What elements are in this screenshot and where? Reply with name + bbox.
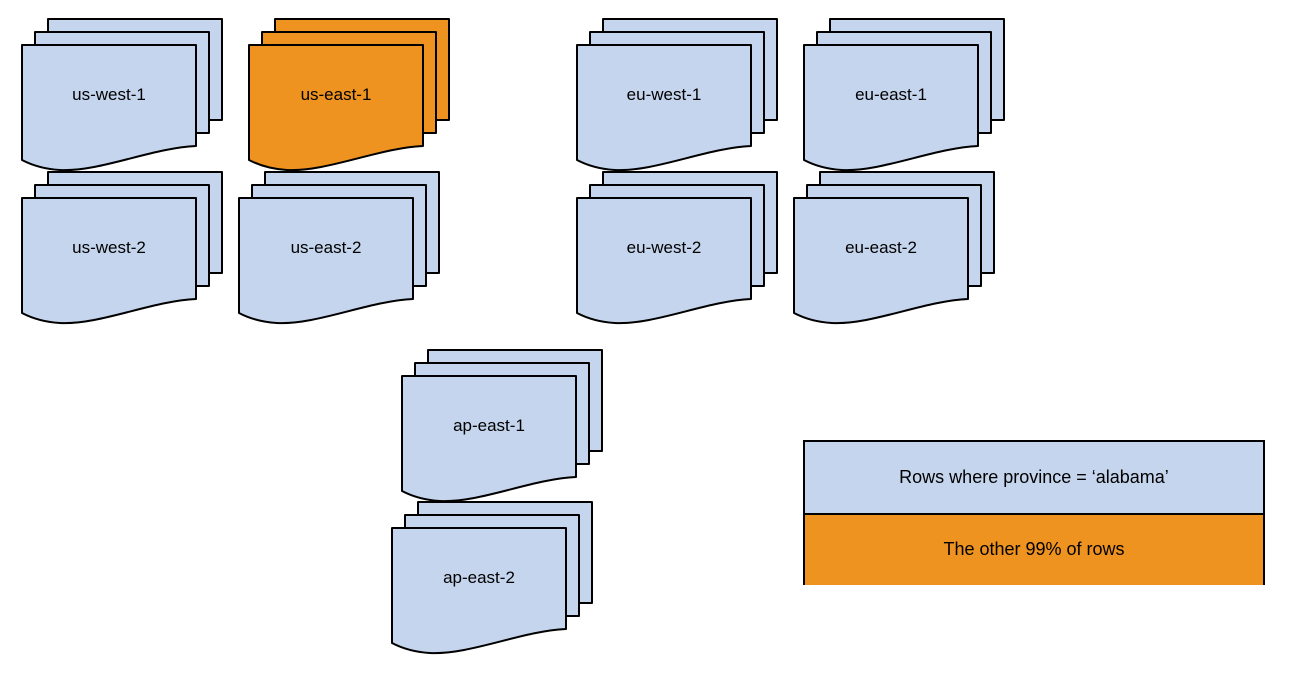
legend-entry-orange: The other 99% of rows [805,514,1263,585]
region-stack-us-east-1[interactable]: us-east-1 [246,16,462,182]
region-stack-ap-east-2[interactable]: ap-east-2 [389,499,605,665]
legend-entry-blue: Rows where province = ‘alabama’ [805,442,1263,515]
region-stack-eu-west-1[interactable]: eu-west-1 [574,16,790,182]
region-stack-eu-east-1[interactable]: eu-east-1 [801,16,1017,182]
legend-entry-label: The other 99% of rows [943,539,1125,560]
region-stack-us-east-2[interactable]: us-east-2 [236,169,452,335]
region-stack-us-west-1[interactable]: us-west-1 [19,16,235,182]
region-stack-us-west-2[interactable]: us-west-2 [19,169,235,335]
region-stack-ap-east-1[interactable]: ap-east-1 [399,347,615,513]
legend: Rows where province = ‘alabama’ The other… [803,440,1265,585]
region-stack-eu-west-2[interactable]: eu-west-2 [574,169,790,335]
legend-entry-label: Rows where province = ‘alabama’ [899,466,1169,487]
region-stack-eu-east-2[interactable]: eu-east-2 [791,169,1007,335]
